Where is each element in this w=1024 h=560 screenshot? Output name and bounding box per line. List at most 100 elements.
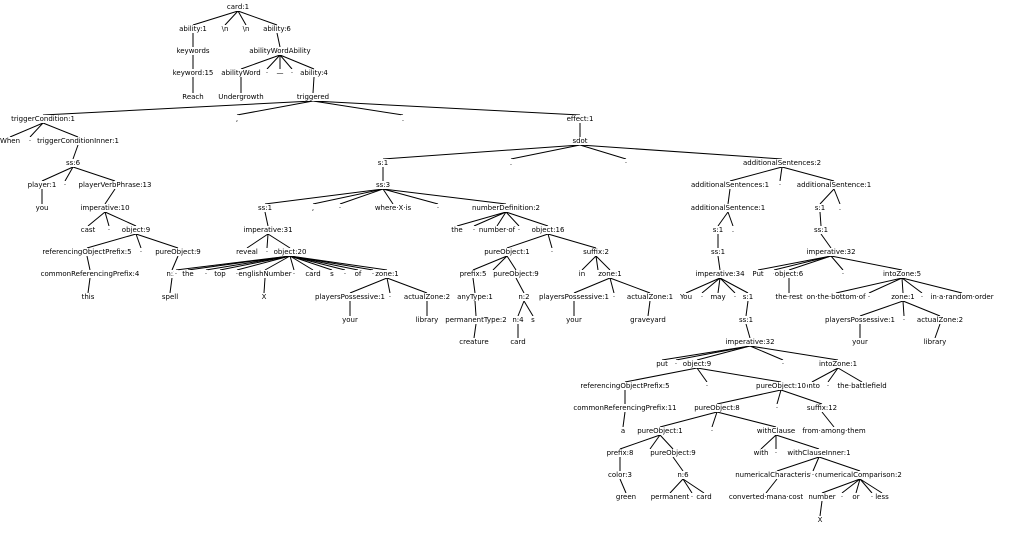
tree-node-o20-d4: · <box>291 270 297 278</box>
tree-edge <box>289 255 314 271</box>
tree-node-obj20: object:20 <box>272 248 308 256</box>
tree-node-imp32ad2: · <box>840 270 846 278</box>
tree-node-po8: pureObject:8 <box>693 404 741 412</box>
tree-node-nd-d1: · <box>471 226 477 234</box>
tree-edge <box>192 10 239 26</box>
tree-node-ss3dot2: · <box>435 204 441 212</box>
tree-node-you2: You <box>678 293 694 301</box>
tree-edge <box>104 211 110 227</box>
tree-node-imp31: imperative:31 <box>242 226 294 234</box>
tree-node-less: less <box>874 493 890 501</box>
tree-node-o20-d1: · <box>173 270 179 278</box>
tree-node-or: or <box>851 493 861 501</box>
tree-node-asent1b: additionalSentence:1 <box>795 181 873 189</box>
tree-node-otbo: on·the·bottom·of <box>805 293 867 301</box>
tree-edge <box>717 255 721 271</box>
tree-node-ss6: ss:6 <box>64 159 82 167</box>
tree-edge <box>264 255 291 271</box>
tree-edge <box>716 411 777 428</box>
tree-edge <box>506 255 517 271</box>
tree-edge <box>749 345 839 361</box>
tree-edge <box>505 211 549 227</box>
tree-edge <box>811 367 839 383</box>
tree-edge <box>855 478 861 494</box>
tree-edge <box>237 10 247 26</box>
tree-edge <box>135 233 179 249</box>
tree-edge <box>675 345 751 361</box>
tree-node-onto: onto <box>803 382 821 390</box>
tree-edge <box>312 100 581 116</box>
tree-node-pre8: prefix:8 <box>605 449 635 457</box>
tree-node-po10dot: · <box>774 404 780 412</box>
tree-edge <box>169 277 173 294</box>
tree-node-sdot: sdot <box>571 137 589 145</box>
tree-edge <box>781 166 835 182</box>
tree-edge <box>349 277 388 294</box>
tree-node-trig: triggered <box>295 93 331 101</box>
tree-edge <box>934 323 941 339</box>
tree-edge <box>472 277 476 294</box>
tree-edge <box>901 277 904 294</box>
tree-node-pt2: permanentType:2 <box>444 316 508 324</box>
tree-node-ss1a: ss:1 <box>256 204 274 212</box>
tree-edge <box>859 300 904 317</box>
tree-edge <box>609 277 615 294</box>
tree-edge <box>264 211 269 227</box>
tree-edge <box>382 188 439 205</box>
tree-node-pvp13: playerVerbPhrase:13 <box>77 181 153 189</box>
tree-edge <box>237 10 278 26</box>
tree-node-o20-d6: · <box>370 270 376 278</box>
tree-edge <box>517 300 525 317</box>
tree-edge <box>386 277 428 294</box>
tree-node-po8dot: · <box>709 427 715 435</box>
tree-edge <box>780 389 823 405</box>
tree-edge <box>717 277 721 294</box>
tree-edge <box>474 300 477 317</box>
tree-node-s1d: s:1 <box>741 293 755 301</box>
tree-node-color3: color:3 <box>607 471 633 479</box>
tree-edge <box>289 255 388 271</box>
tree-node-awa: abilityWordAbility <box>248 47 312 55</box>
tree-node-reach: Reach <box>181 93 205 101</box>
tree-edge <box>609 277 651 294</box>
tree-edge <box>819 188 835 205</box>
tree-node-zdot2: · <box>611 293 617 301</box>
tree-node-your2: your <box>565 316 583 324</box>
tree-edge <box>472 255 508 271</box>
tree-node-fat: from·among·them <box>801 427 867 435</box>
tree-node-impdot: · <box>106 226 112 234</box>
tree-edge <box>236 255 291 271</box>
tree-node-sdot-d1: . <box>508 159 514 167</box>
tree-edge <box>841 478 861 494</box>
tree-edge <box>104 211 137 227</box>
tree-edge <box>505 211 520 227</box>
tree-edge <box>240 54 281 70</box>
tree-edge <box>622 411 626 428</box>
tree-node-dash: — <box>275 69 285 77</box>
tree-node-ss3comma: , <box>310 204 316 212</box>
tree-edge <box>289 255 295 271</box>
tree-node-s1b: s:1 <box>711 226 725 234</box>
tree-node-ab4: ability:4 <box>299 69 329 77</box>
tree-node-awdot: · <box>264 69 270 77</box>
tree-node-obj9: object:9 <box>120 226 152 234</box>
tree-edge <box>819 211 822 227</box>
tree-node-o20-cards: card <box>304 270 322 278</box>
tree-edge <box>773 255 832 271</box>
tree-edge <box>547 233 597 249</box>
tree-node-o20-d3: · <box>234 270 240 278</box>
tree-node-iz5d2: · <box>919 293 925 301</box>
tree-node-tc1: triggerCondition:1 <box>10 115 76 123</box>
tree-node-x2: X <box>816 516 824 524</box>
tree-node-crp11: commonReferencingPrefix:11 <box>572 404 678 412</box>
tree-edge <box>727 211 734 227</box>
tree-node-cast: cast <box>79 226 97 234</box>
tree-edge <box>276 32 281 48</box>
tree-node-imp34d2: · <box>732 293 738 301</box>
tree-edge <box>473 323 477 339</box>
tree-node-o20-top: top <box>213 270 227 278</box>
tree-node-graveyard: graveyard <box>629 316 667 324</box>
tree-edge <box>456 211 507 227</box>
tree-node-imp10: imperative:10 <box>79 204 131 212</box>
